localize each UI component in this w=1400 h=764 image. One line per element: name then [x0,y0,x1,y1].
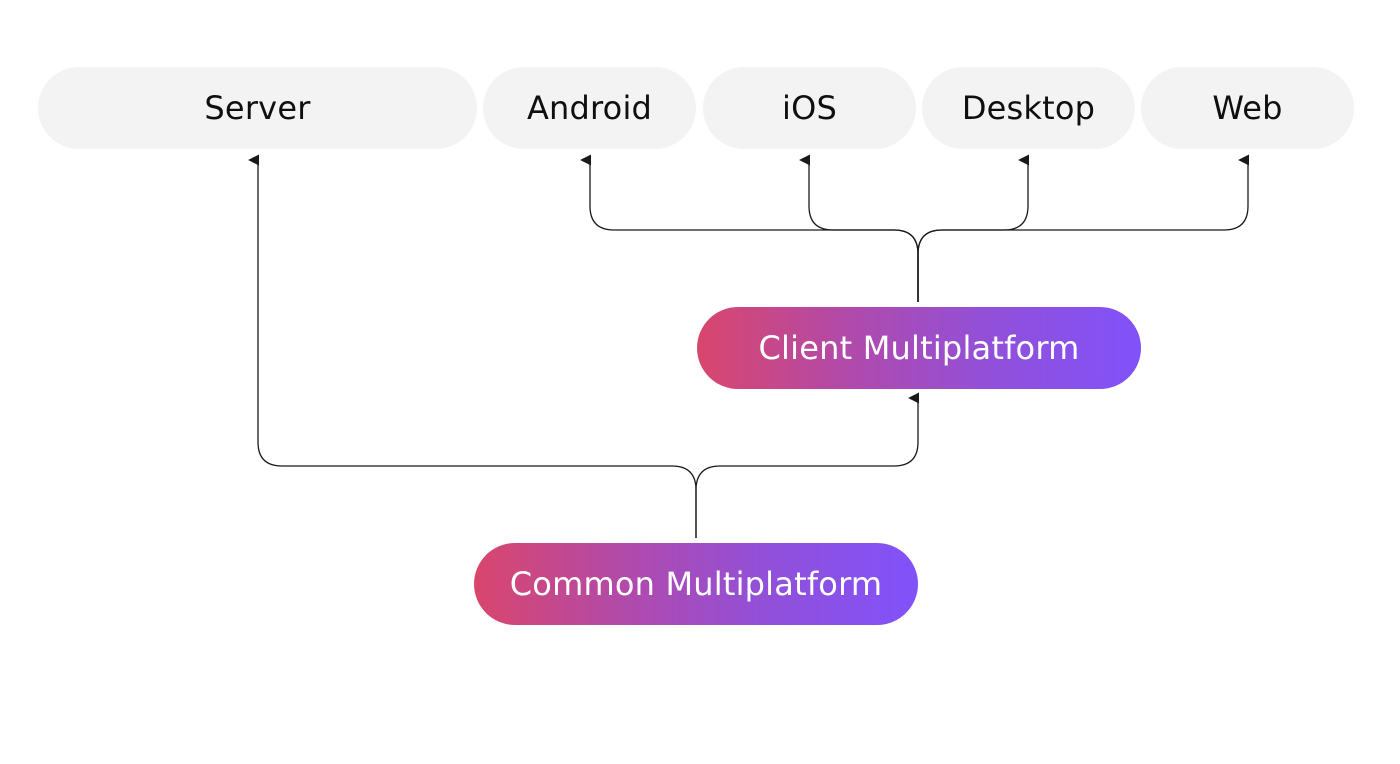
target-web: Web [1141,67,1354,149]
connector-common-to-server [248,154,697,538]
target-android: Android [483,67,696,149]
connector-client-to-web [917,154,1250,302]
target-ios: iOS [703,67,916,149]
target-desktop: Desktop [922,67,1135,149]
node-common-multiplatform: Common Multiplatform [474,543,918,625]
connector-client-to-android [580,154,919,302]
connector-common-to-client [695,392,920,538]
target-server: Server [38,67,477,149]
node-client-multiplatform: Client Multiplatform [697,307,1141,389]
connector-client-to-ios [799,154,919,302]
